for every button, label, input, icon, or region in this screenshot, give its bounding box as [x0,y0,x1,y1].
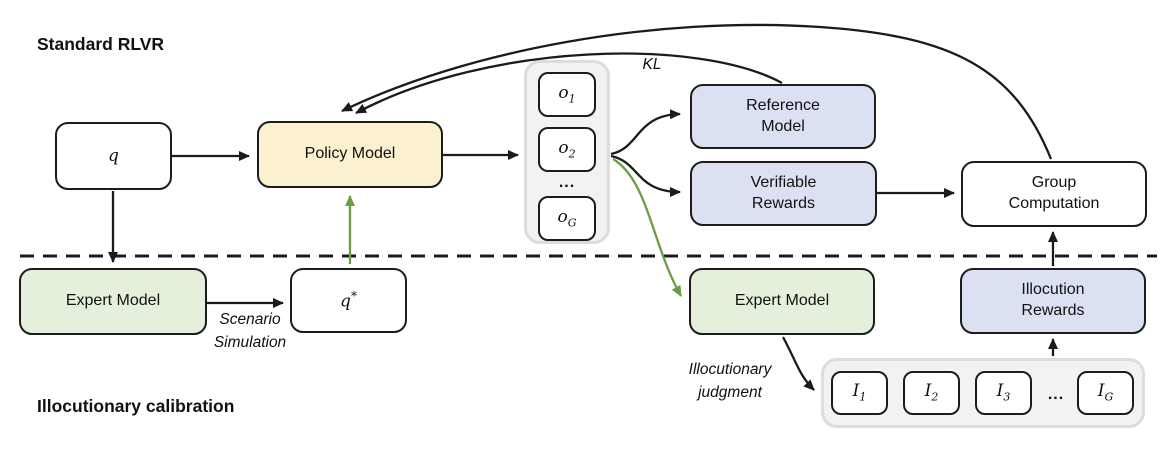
label-scenario-simulation: Scenario Simulation [213,311,287,352]
IG-symbol: IG [1097,381,1114,404]
I2-symbol: I2 [924,381,939,404]
title-illocutionary-calibration: Illocutionary calibration [37,396,235,416]
edge-outputs-to-verifiable-rewards [610,154,681,197]
node-policy-model: Policy Model [257,121,443,188]
edge-outputs-to-reference-model [610,109,681,156]
node-illocution-rewards: Illocution Rewards [960,268,1146,334]
node-verifiable-rewards: Verifiable Rewards [690,161,877,226]
node-q-star: q* [290,268,407,333]
I1-symbol: I1 [852,381,867,404]
label-kl: KL [642,56,662,73]
oG-symbol: oG [557,206,577,230]
q-symbol: q [108,145,119,166]
output-o1: o1 [538,72,596,117]
reference-model-label: Reference Model [746,96,820,135]
title-standard-rlvr: Standard RLVR [37,34,165,54]
label-illocutionary-judgment: Illocutionary judgment [688,361,772,402]
output-oG: oG [538,196,596,241]
node-group-computation: Group Computation [961,161,1147,227]
judgment-I3: I3 [975,371,1032,415]
judgments-group: I1 I2 I3 ... IG [821,358,1145,428]
I3-symbol: I3 [996,381,1011,404]
verifiable-rewards-label: Verifiable Rewards [750,173,817,212]
node-q: q [55,122,172,190]
expert-model-left-label: Expert Model [65,292,161,310]
judgments-ellipsis: ... [1047,386,1065,403]
edge-outputs-to-expert-green [612,158,682,297]
illocution-rewards-label: Illocution Rewards [1021,281,1085,319]
o1-symbol: o1 [558,82,576,106]
q-star-symbol: q* [340,289,357,312]
output-o2: o2 [538,127,596,172]
outputs-group: o1 o2 ... oG [524,60,610,244]
judgment-I2: I2 [903,371,960,415]
node-reference-model: Reference Model [690,84,876,149]
o2-symbol: o2 [558,137,576,161]
judgment-IG: IG [1077,371,1134,415]
node-expert-model-right: Expert Model [689,268,875,335]
judgment-I1: I1 [831,371,888,415]
node-expert-model-left: Expert Model [19,268,207,335]
group-computation-label: Group Computation [1008,174,1100,212]
policy-model-label: Policy Model [304,145,396,163]
expert-model-right-label: Expert Model [734,292,830,310]
outputs-ellipsis: ... [558,174,576,191]
